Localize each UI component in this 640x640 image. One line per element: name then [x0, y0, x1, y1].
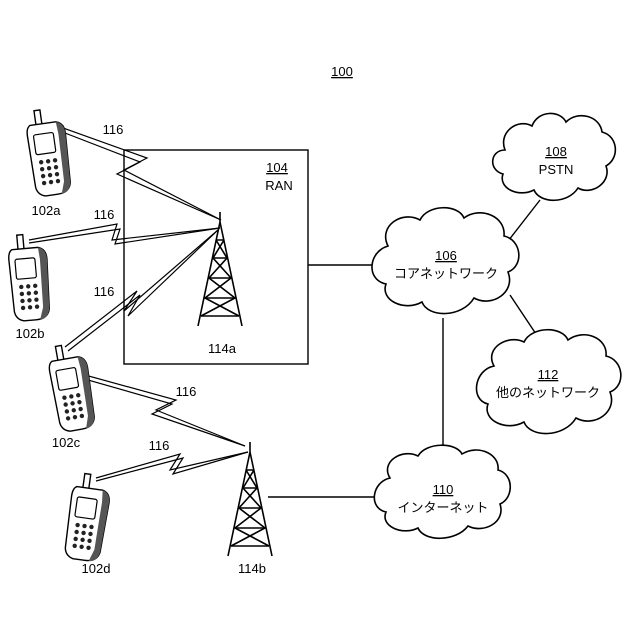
wtru-label-102a: 102a — [32, 203, 62, 218]
core-network-ref: 106 — [435, 248, 457, 263]
base-station-label-114a: 114a — [208, 341, 237, 356]
air-interface-102a — [52, 124, 221, 220]
air-interface-label: 116 — [103, 122, 124, 137]
air-interface-102c-to-114b — [74, 372, 245, 446]
pstn-ref: 108 — [545, 144, 567, 159]
air-interface-label: 116 — [94, 284, 115, 299]
core-network-label: コアネットワーク — [394, 266, 498, 281]
internet-label: インターネット — [397, 500, 488, 515]
air-interface-102d — [96, 452, 248, 481]
pstn-label: PSTN — [539, 162, 574, 177]
air-interface-102c-to-114a — [65, 230, 218, 351]
figure-number: 100 — [331, 64, 353, 79]
air-interface-label: 116 — [149, 438, 170, 453]
ran-label: RAN — [265, 178, 292, 193]
phone-icon-102d — [63, 472, 113, 562]
internet-ref: 110 — [433, 482, 454, 497]
air-interface-label: 116 — [176, 384, 197, 399]
other-networks-label: 他のネットワーク — [496, 385, 600, 400]
phone-icon-102c — [46, 342, 98, 433]
air-interface-label: 116 — [94, 207, 115, 222]
wtru-label-102d: 102d — [82, 561, 111, 576]
other-networks-ref: 112 — [538, 367, 559, 382]
base-station-label-114b: 114b — [238, 561, 266, 576]
wtru-label-102b: 102b — [16, 326, 45, 341]
tower-icon-114b — [228, 442, 272, 556]
wtru-label-102c: 102c — [52, 435, 81, 450]
tower-icon-114a — [198, 212, 242, 326]
phone-icon-102a — [24, 107, 74, 197]
ran-ref: 104 — [266, 160, 288, 175]
phone-icon-102b — [7, 233, 52, 322]
